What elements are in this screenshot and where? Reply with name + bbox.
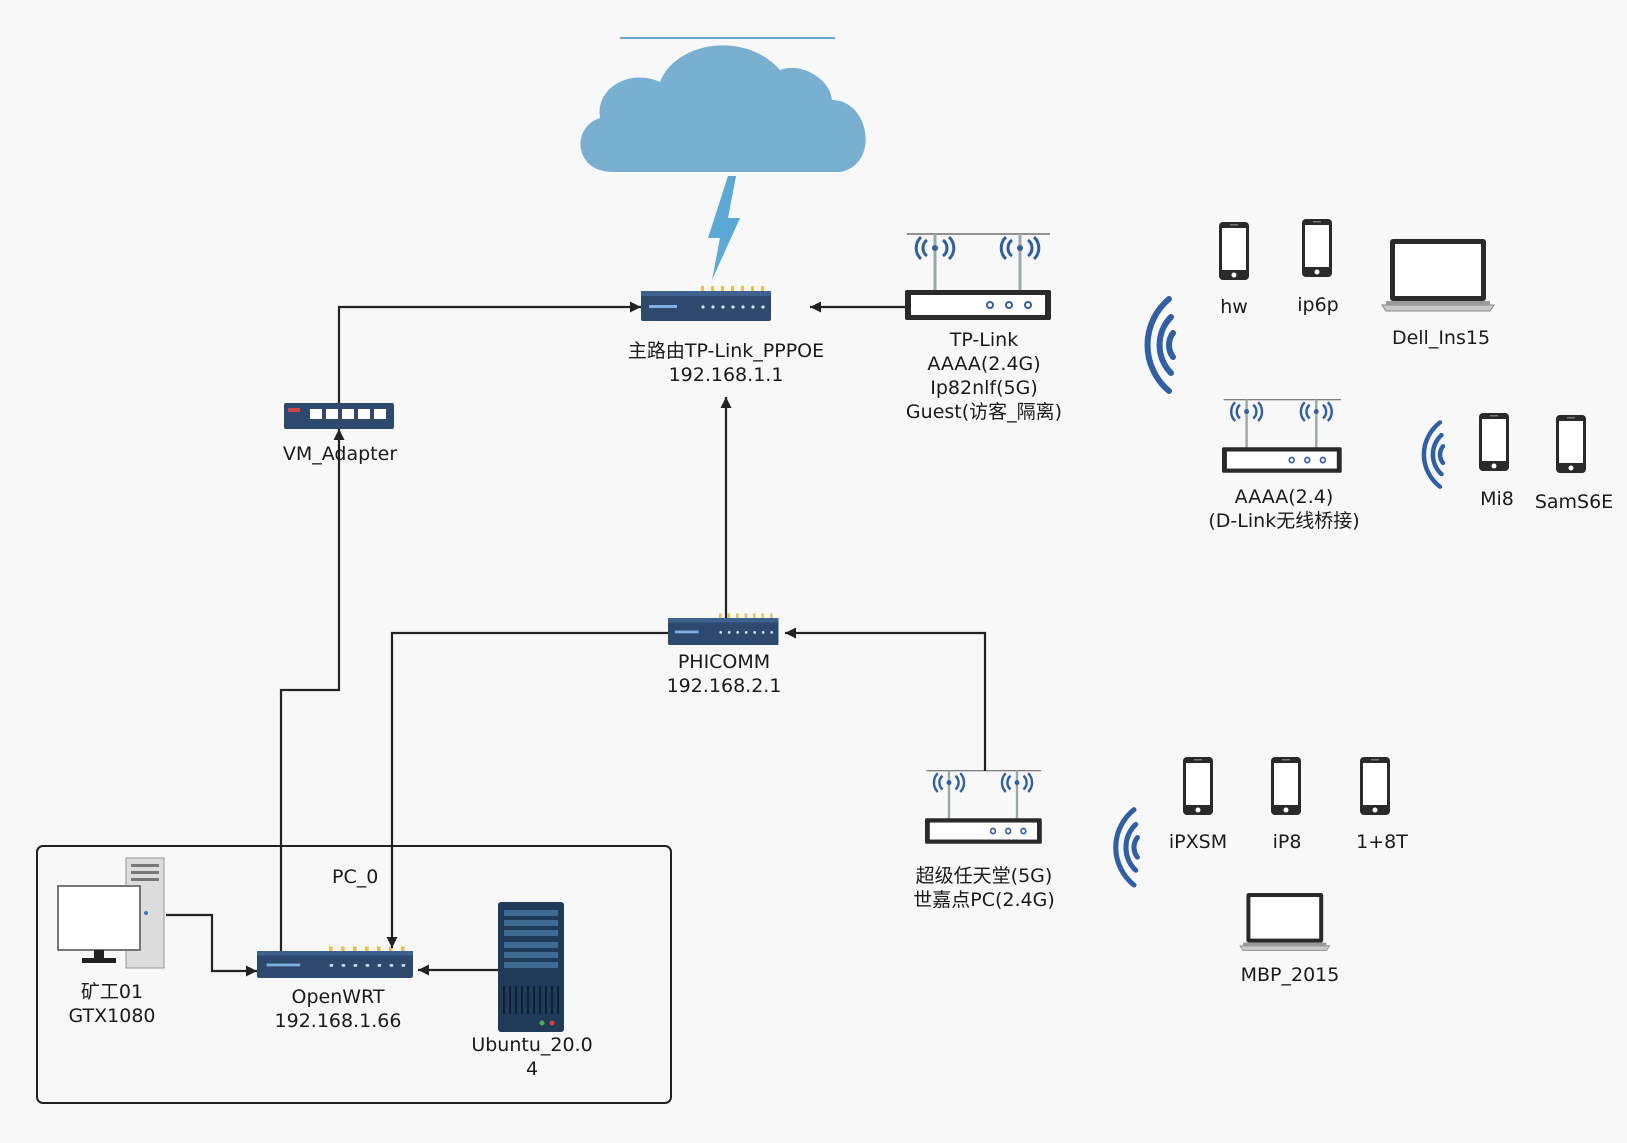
tplink-ap-label: TP-Link AAAA(2.4G) Ip82nlf(5G) Guest(访客_… [906,328,1062,424]
edge-nintendo-to-phicomm [785,627,987,771]
nintendo-ap-label-line: 超级任天堂(5G) [915,865,1053,887]
wifi-waves-icon [1148,299,1173,391]
device-label-ip8: iP8 [1272,831,1302,853]
internet-cloud-icon [580,37,866,173]
device-label-dell: Dell_Ins15 [1391,327,1491,349]
switch-icon [284,403,394,429]
openwrt-label-line: OpenWRT [291,986,385,1008]
wifi-waves-icon [1116,810,1138,885]
pc-group-box [36,845,672,1104]
wifi-waves-icon [1424,422,1443,486]
phicomm-label-line: PHICOMM [677,651,771,673]
lightning-icon [708,176,740,280]
phone-icon [1556,415,1586,473]
tplink-ap-label-line: TP-Link [949,329,1019,351]
device-label-mbp: MBP_2015 [1240,964,1340,986]
phicomm-router-icon [668,613,779,645]
main-router-label: 主路由TP-Link_PPPOE 192.168.1.1 [628,339,824,387]
device-label-ip6p: ip6p [1297,294,1339,316]
openwrt-router-icon [257,946,413,978]
device-label-ipxsm: iPXSM [1168,831,1228,853]
device-label-mi8: Mi8 [1480,488,1514,510]
edge-phicomm-to-openwrt [386,631,668,948]
server-icon [498,902,564,1032]
pc-group-label: PC_0 [332,866,379,888]
ubuntu-server-label-line: 4 [525,1058,539,1080]
miner-pc-label: 矿工01 GTX1080 [68,980,155,1028]
openwrt-label-line: 192.168.1.66 [274,1010,402,1032]
edge-openwrt-to-vm [279,429,345,951]
nintendo-ap-label: 超级任天堂(5G) 世嘉点PC(2.4G) [913,864,1055,912]
ubuntu-server-label-line: Ubuntu_20.0 [471,1034,593,1056]
nintendo-ap-label-line: 世嘉点PC(2.4G) [913,889,1055,911]
phone-icon [1360,757,1390,815]
dlink-ap-label: AAAA(2.4) (D-Link无线桥接) [1208,485,1359,533]
phone-icon [1479,413,1509,471]
tplink-ap-label-line: Ip82nlf(5G) [930,377,1038,399]
ubuntu-server-label: Ubuntu_20.0 4 [471,1033,592,1081]
edge-pc-to-openwrt [166,913,257,977]
edge-vm-to-main [337,301,641,403]
vm-adapter-label-line: VM_Adapter [282,443,398,465]
phicomm-label-line: 192.168.2.1 [666,675,782,697]
tplink-ap-icon [903,232,1053,322]
dlink-ap-label-line: AAAA(2.4) [1234,486,1334,508]
vm-adapter-label: VM_Adapter [283,442,397,466]
phone-icon [1183,757,1213,815]
desktop-pc-icon [57,857,165,969]
laptop-icon [1239,892,1330,951]
device-label-oneplus: 1+8T [1356,831,1408,853]
tplink-ap-label-line: AAAA(2.4G) [927,353,1041,375]
tplink-ap-label-line: Guest(访客_隔离) [905,401,1063,423]
main-router-label-line: 主路由TP-Link_PPPOE [627,340,825,362]
laptop-icon [1381,238,1495,312]
nintendo-ap-icon [923,769,1044,846]
miner-pc-label-line: GTX1080 [68,1005,156,1027]
main-router-label-line: 192.168.1.1 [668,364,784,386]
edges [166,301,987,977]
phone-icon [1302,219,1332,277]
miner-pc-label-line: 矿工01 [80,981,144,1003]
dlink-ap-label-line: (D-Link无线桥接) [1208,510,1360,532]
openwrt-label: OpenWRT 192.168.1.66 [275,985,402,1033]
phicomm-label: PHICOMM 192.168.2.1 [667,650,782,698]
device-label-sams6e: SamS6E [1534,491,1614,513]
device-label-hw: hw [1220,296,1248,318]
main-router-icon [641,286,771,321]
dlink-ap-icon [1220,398,1343,475]
phone-icon [1271,757,1301,815]
phone-icon [1219,222,1249,280]
